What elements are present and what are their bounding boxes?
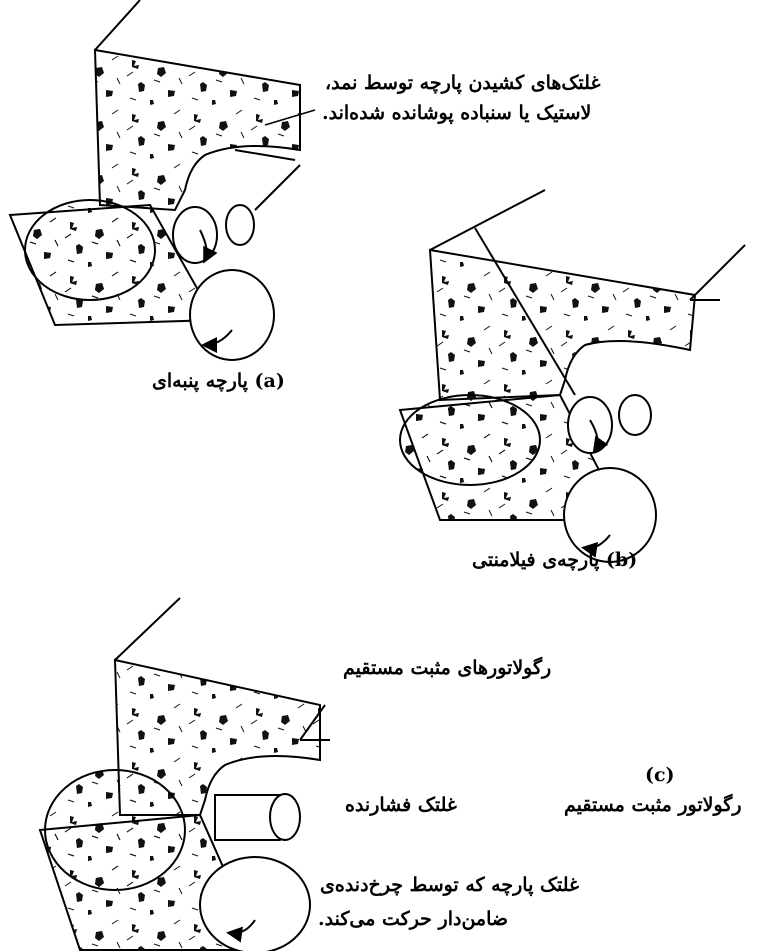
main-roller-c [200, 857, 310, 951]
caption-b: (b) پارچه‌ی فیلامنتی [472, 545, 637, 576]
note-c-regulators: رگولاتورهای مثبت مستقیم [343, 653, 551, 684]
small-roller-b [568, 397, 612, 453]
caption-c-tag: (c) [645, 760, 675, 791]
caption-c: رگولاتور مثبت مستقیم [564, 790, 742, 821]
note-pressing-roller: غلتک فشارنده [345, 790, 457, 821]
figure-b-filament-fabric [400, 190, 745, 562]
figure-a-cotton-fabric [10, 0, 300, 360]
fabric-tail-a [95, 0, 140, 50]
note-drive-line1: غلتک پارچه که توسط چرخ‌دنده‌ی [320, 870, 579, 901]
top-note-line1: غلتک‌های کشیدن پارچه توسط نمد، [325, 68, 600, 99]
fabric-sheet-a [95, 50, 300, 210]
fabric-sheet-b [430, 250, 695, 400]
small-roller-a [173, 207, 217, 263]
top-note-line2: لاستیک یا سنباده پوشانده شده‌اند. [322, 98, 591, 129]
figure-c-positive-regulator [40, 598, 330, 951]
caption-a: (a) پارچه پنبه‌ای [152, 366, 285, 397]
note-drive-line2: ضامن‌دار حرکت می‌کند. [318, 904, 508, 935]
pressing-roller-a [226, 205, 254, 245]
pressing-roller-b [619, 395, 651, 435]
main-roller-a [190, 270, 274, 360]
